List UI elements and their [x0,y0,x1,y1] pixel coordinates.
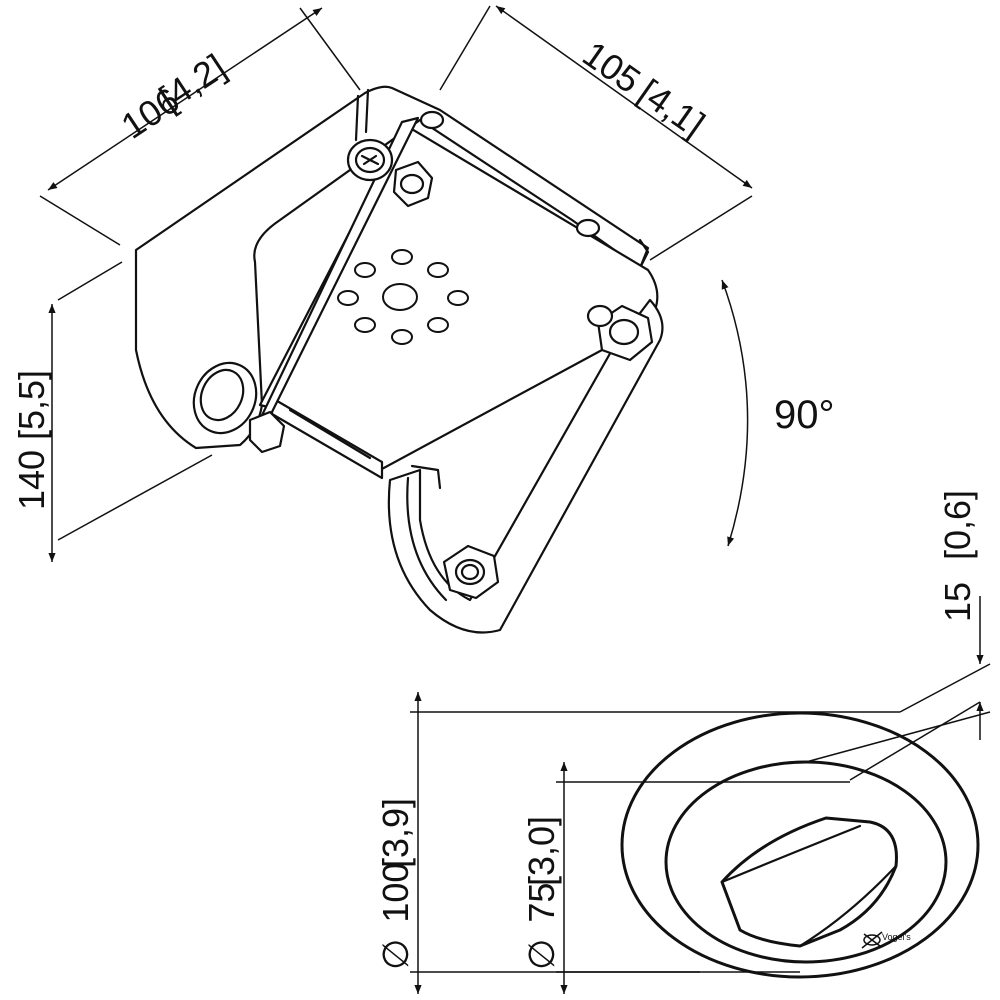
dim-75-inch: [3,0] [521,816,562,886]
dim-90-label: 90° [774,393,835,437]
nut-top [392,160,434,208]
dimension-75: ∅ 75 [3,0] [521,762,850,994]
nut-right [586,304,654,362]
dim-140-label: 140 [11,450,52,510]
cap-outer-rim [620,711,980,979]
dim-105-label: 105 [575,33,648,101]
dimension-15: 15 [0,6] [805,490,991,781]
cap-slot [720,816,898,948]
ceiling-bracket [134,85,664,634]
vogels-logo: Vogel's [861,931,911,949]
nut-bottom [442,544,500,600]
nut-left [248,410,286,454]
dim-15-label: 15 [937,582,978,622]
dim-140-inch: [5,5] [11,370,52,440]
dim-15-inch: [0,6] [937,490,978,560]
hole-pattern [337,249,469,345]
dim-100-inch: [3,9] [375,798,416,868]
dim-100-label: ∅ 100 [375,863,416,970]
dimension-100: ∅ 100 [3,9] [375,692,900,994]
dimension-90-degrees: 90° [721,279,835,547]
dimension-140: 140 [5,5] [11,261,213,562]
ceiling-cap: Vogel's [620,711,980,979]
bracket-arm [387,298,664,634]
screw-top-left [346,138,394,182]
dim-105-inch: [4,1] [631,71,712,145]
dim-75-label: ∅ 75 [521,883,562,970]
vogels-logo-text: Vogel's [882,932,911,942]
